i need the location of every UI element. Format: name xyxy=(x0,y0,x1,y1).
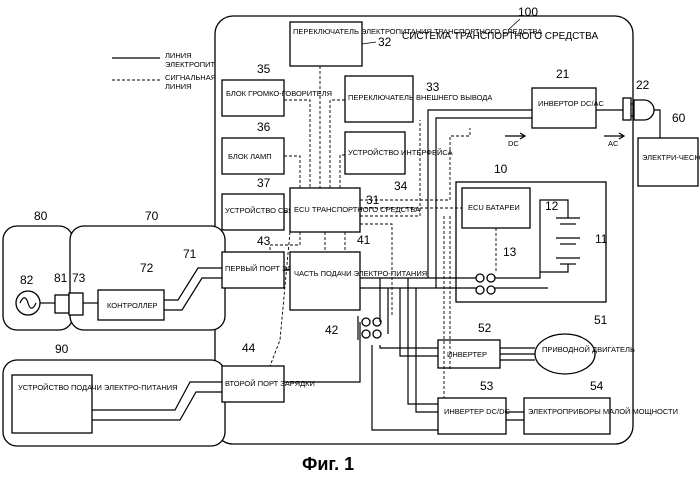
connector-73 xyxy=(69,293,83,315)
power-supply-box xyxy=(290,252,360,310)
ref-21: 21 xyxy=(556,67,570,81)
ref-81: 81 xyxy=(54,271,68,285)
ref-60: 60 xyxy=(672,111,686,125)
ref-12: 12 xyxy=(545,199,559,213)
ac-outlet-22 xyxy=(623,98,631,120)
battery-ecu-label: ECU БАТАРЕИ xyxy=(468,203,520,212)
ref-53: 53 xyxy=(480,379,494,393)
dcdc-inverter-box xyxy=(438,398,506,434)
speaker-box xyxy=(222,80,284,116)
electric-device-box xyxy=(638,138,698,186)
drive-motor xyxy=(535,334,595,374)
legend-signal-label: СИГНАЛЬНАЯЛИНИЯ xyxy=(165,73,216,91)
ref-71: 71 xyxy=(183,247,197,261)
lamp-label: БЛОК ЛАМП xyxy=(228,152,272,161)
speaker-label: БЛОК ГРОМКО-ГОВОРИТЕЛЯ xyxy=(226,89,332,98)
power-supply-label: ЧАСТЬ ПОДАЧИ ЭЛЕКТРО-ПИТАНИЯ xyxy=(294,269,427,278)
inverter-label: ИНВЕРТЕР xyxy=(447,350,487,359)
dcac-inverter-label: ИНВЕРТОР DC/AC xyxy=(538,99,605,108)
ref-22: 22 xyxy=(636,78,650,92)
ref-82: 82 xyxy=(20,273,34,287)
dcdc-inverter-label: ИНВЕРТЕР DC/DC xyxy=(444,407,510,416)
wire-plug-dev xyxy=(654,110,660,138)
controller-label: КОНТРОЛЛЕР xyxy=(107,301,158,310)
low-power-label: ЭЛЕКТРОПРИБОРЫ МАЛОЙ МОЩНОСТИ xyxy=(528,407,678,416)
ref-10: 10 xyxy=(494,162,508,176)
figure-caption: Фиг. 1 xyxy=(302,454,354,474)
ref-100: 100 xyxy=(518,5,538,19)
ref-52: 52 xyxy=(478,321,492,335)
ref-73: 73 xyxy=(72,271,86,285)
ref-42: 42 xyxy=(325,323,339,337)
ref-36: 36 xyxy=(257,120,271,134)
dc-arrow-label: DC xyxy=(508,139,519,148)
connector-81 xyxy=(55,295,69,313)
power-switch-label: ПЕРЕКЛЮЧАТЕЛЬ ЭЛЕКТРОПИТАНИЯ ТРАНСПОРТНО… xyxy=(293,27,542,36)
ref-43: 43 xyxy=(257,234,271,248)
ref-11: 11 xyxy=(595,232,608,246)
ref-90: 90 xyxy=(55,342,69,356)
interface-label: УСТРОЙСТВО ИНТЕРФЕЙСА xyxy=(348,148,453,157)
ref-72: 72 xyxy=(140,261,154,275)
plug-icon xyxy=(634,100,654,120)
ref-35: 35 xyxy=(257,62,271,76)
ref-33: 33 xyxy=(426,80,440,94)
ref-34: 34 xyxy=(394,179,408,193)
vehicle-ecu-label: ECU ТРАНСПОРТНОГО СРЕДСТВА xyxy=(294,205,420,214)
ref-51: 51 xyxy=(594,313,608,327)
low-power-box xyxy=(524,398,610,434)
drive-motor-label: ПРИВОДНОЙ ДВИГАТЕЛЬ xyxy=(542,345,635,354)
ref-70: 70 xyxy=(145,209,159,223)
supply-device-label: УСТРОЙСТВО ПОДАЧИ ЭЛЕКТРО-ПИТАНИЯ xyxy=(18,383,178,392)
ref-80: 80 xyxy=(34,209,48,223)
ref-41: 41 xyxy=(357,233,371,247)
dcac-inverter-box xyxy=(532,88,596,128)
ref-32: 32 xyxy=(378,35,392,49)
ref-13: 13 xyxy=(503,245,517,259)
port2-label: ВТОРОЙ ПОРТ ЗАРЯДКИ xyxy=(225,379,315,388)
ext-switch-label: ПЕРЕКЛЮЧАТЕЛЬ ВНЕШНЕГО ВЫВОДА xyxy=(348,93,492,102)
ref-44: 44 xyxy=(242,341,256,355)
ref-54: 54 xyxy=(590,379,604,393)
ref-37: 37 xyxy=(257,176,271,190)
ac-arrow-label: AC xyxy=(608,139,619,148)
electric-device-label: ЭЛЕКТРИ-ЧЕСКОЕ УСТРОЙСТВО xyxy=(642,153,700,162)
